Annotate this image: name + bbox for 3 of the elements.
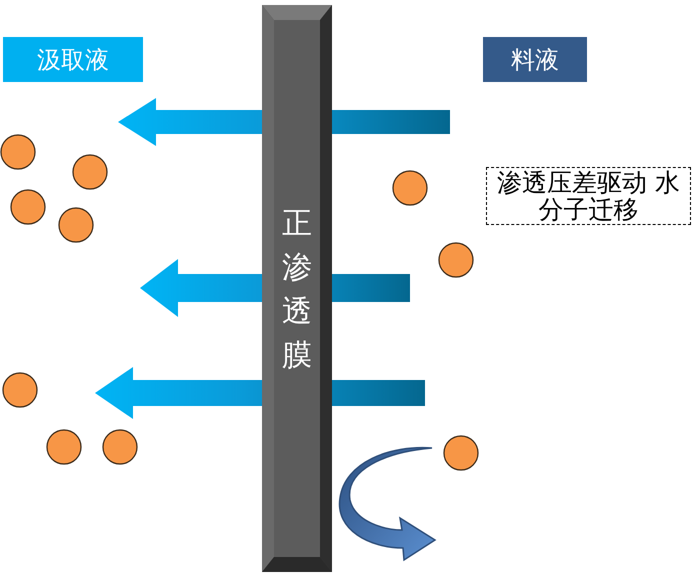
label-box: 汲取液 bbox=[3, 37, 143, 82]
label-box: 料液 bbox=[483, 37, 587, 82]
note-box: 渗透压差驱动 水分子迁移 bbox=[486, 167, 691, 225]
